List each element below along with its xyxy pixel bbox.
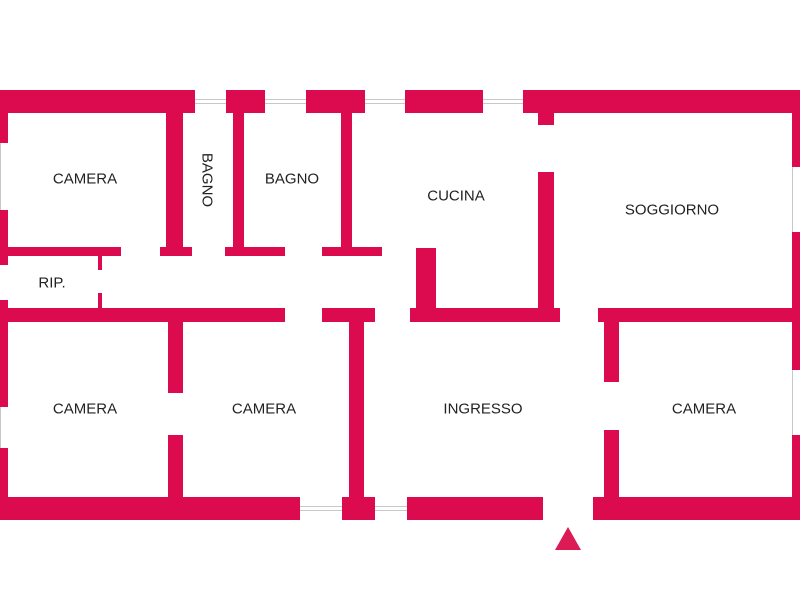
wall <box>792 435 800 520</box>
room-label-camera: CAMERA <box>52 400 118 418</box>
wall <box>322 247 382 256</box>
wall <box>306 90 365 113</box>
window <box>0 407 7 448</box>
wall <box>0 300 8 407</box>
wall <box>166 113 183 248</box>
window <box>365 99 405 104</box>
window <box>792 167 799 232</box>
wall <box>538 172 554 310</box>
wall <box>792 232 800 308</box>
wall <box>0 90 195 113</box>
wall <box>341 113 352 248</box>
window <box>792 370 799 435</box>
room-label-bagno: BAGNO <box>198 152 216 208</box>
wall <box>233 113 244 248</box>
wall <box>604 322 619 382</box>
wall <box>225 247 285 256</box>
window <box>300 506 342 511</box>
wall <box>593 497 800 520</box>
window <box>375 506 407 511</box>
room-label-cucina: CUCINA <box>427 187 485 205</box>
wall <box>160 247 192 256</box>
wall <box>168 322 183 393</box>
wall <box>407 497 543 520</box>
wall <box>416 248 436 310</box>
window <box>483 99 523 104</box>
wall <box>410 308 560 322</box>
wall <box>792 113 800 167</box>
wall <box>98 256 102 270</box>
room-label-ripostiglio: RIP. <box>38 274 66 292</box>
wall <box>0 308 285 322</box>
wall <box>0 90 8 143</box>
wall <box>342 497 375 520</box>
window <box>195 99 226 104</box>
window <box>265 99 306 104</box>
wall <box>792 322 800 370</box>
wall <box>322 308 375 322</box>
room-label-camera: CAMERA <box>671 400 737 418</box>
room-label-soggiorno: SOGGIORNO <box>624 201 720 219</box>
wall <box>0 247 121 256</box>
window <box>0 143 7 210</box>
wall <box>538 113 554 125</box>
wall <box>598 308 800 322</box>
wall <box>405 90 483 113</box>
wall <box>349 322 364 497</box>
entrance-triangle-icon <box>555 527 581 550</box>
wall <box>0 497 300 520</box>
wall <box>523 90 800 113</box>
room-label-bagno: BAGNO <box>264 170 320 188</box>
wall <box>0 210 8 265</box>
room-label-ingresso: INGRESSO <box>443 400 523 418</box>
room-label-camera: CAMERA <box>231 400 297 418</box>
wall <box>98 293 102 309</box>
wall <box>0 448 8 520</box>
wall <box>226 90 265 113</box>
wall <box>604 430 619 497</box>
room-label-camera: CAMERA <box>52 170 118 188</box>
wall <box>168 435 183 497</box>
